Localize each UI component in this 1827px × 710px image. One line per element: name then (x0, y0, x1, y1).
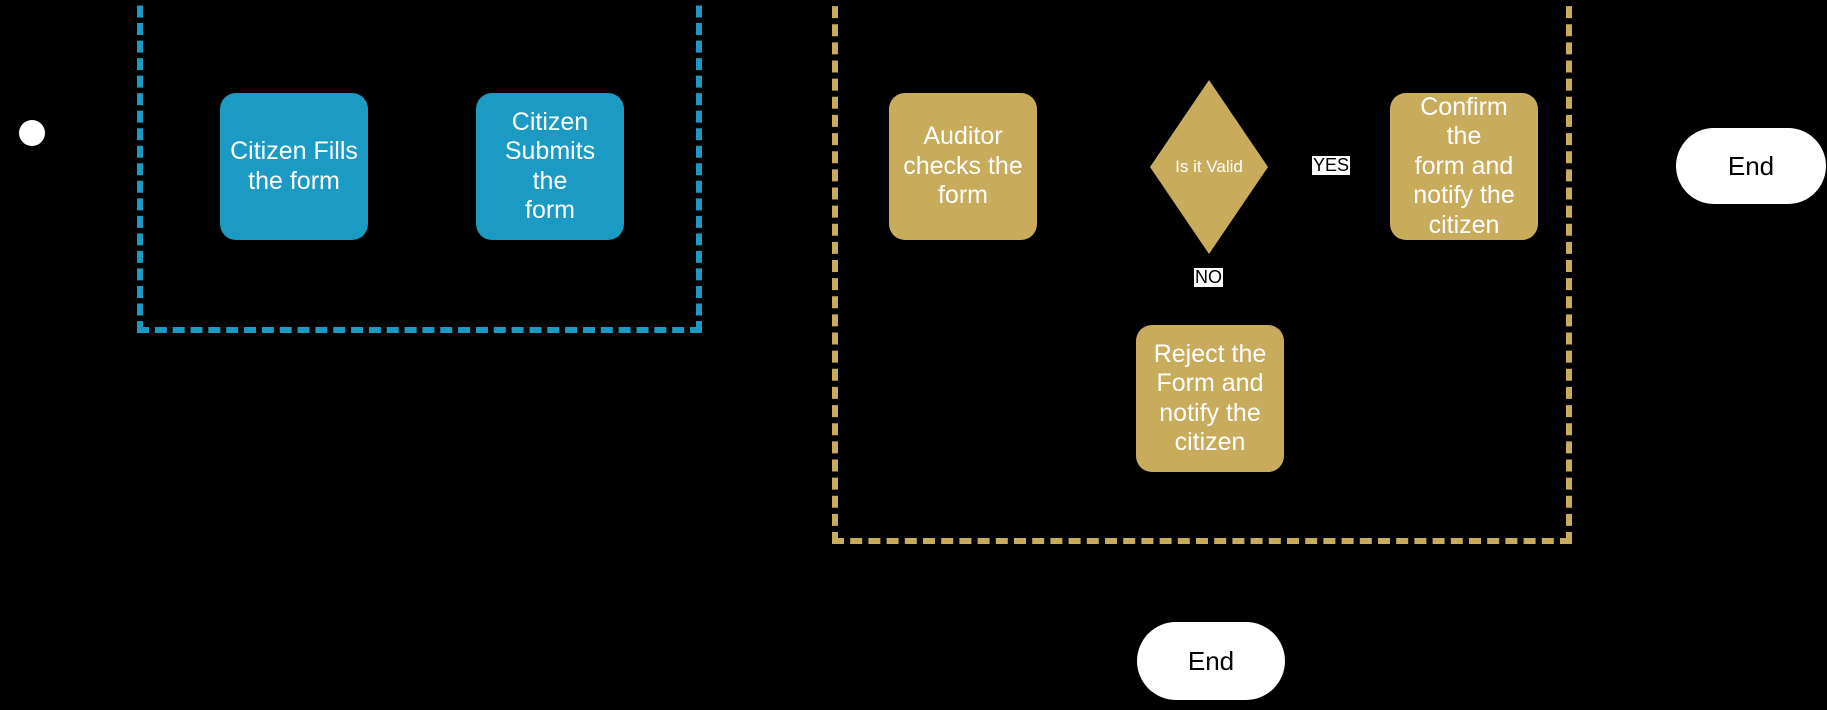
edge-label-yes: YES (1312, 155, 1351, 175)
decision-is-it-valid[interactable]: Is it Valid (1150, 80, 1268, 254)
node-reject-form-and-notify-citizen[interactable]: Reject the Form and notify the citizen (1136, 325, 1284, 472)
node-confirm-form-and-notify-citizen[interactable]: Confirm the form and notify the citizen (1390, 93, 1538, 240)
edge-label-no: NO (1194, 267, 1223, 287)
node-auditor-checks-the-form[interactable]: Auditor checks the form (889, 93, 1037, 240)
end-node-bottom[interactable]: End (1137, 622, 1285, 700)
auditor-lane-container (832, 0, 1572, 544)
end-node-right[interactable]: End (1676, 128, 1826, 204)
node-citizen-submits-the-form[interactable]: Citizen Submits the form (476, 93, 624, 240)
start-node[interactable] (19, 120, 45, 146)
citizen-lane-container (137, 0, 702, 333)
node-citizen-fills-the-form[interactable]: Citizen Fills the form (220, 93, 368, 240)
decision-label: Is it Valid (1175, 157, 1243, 176)
